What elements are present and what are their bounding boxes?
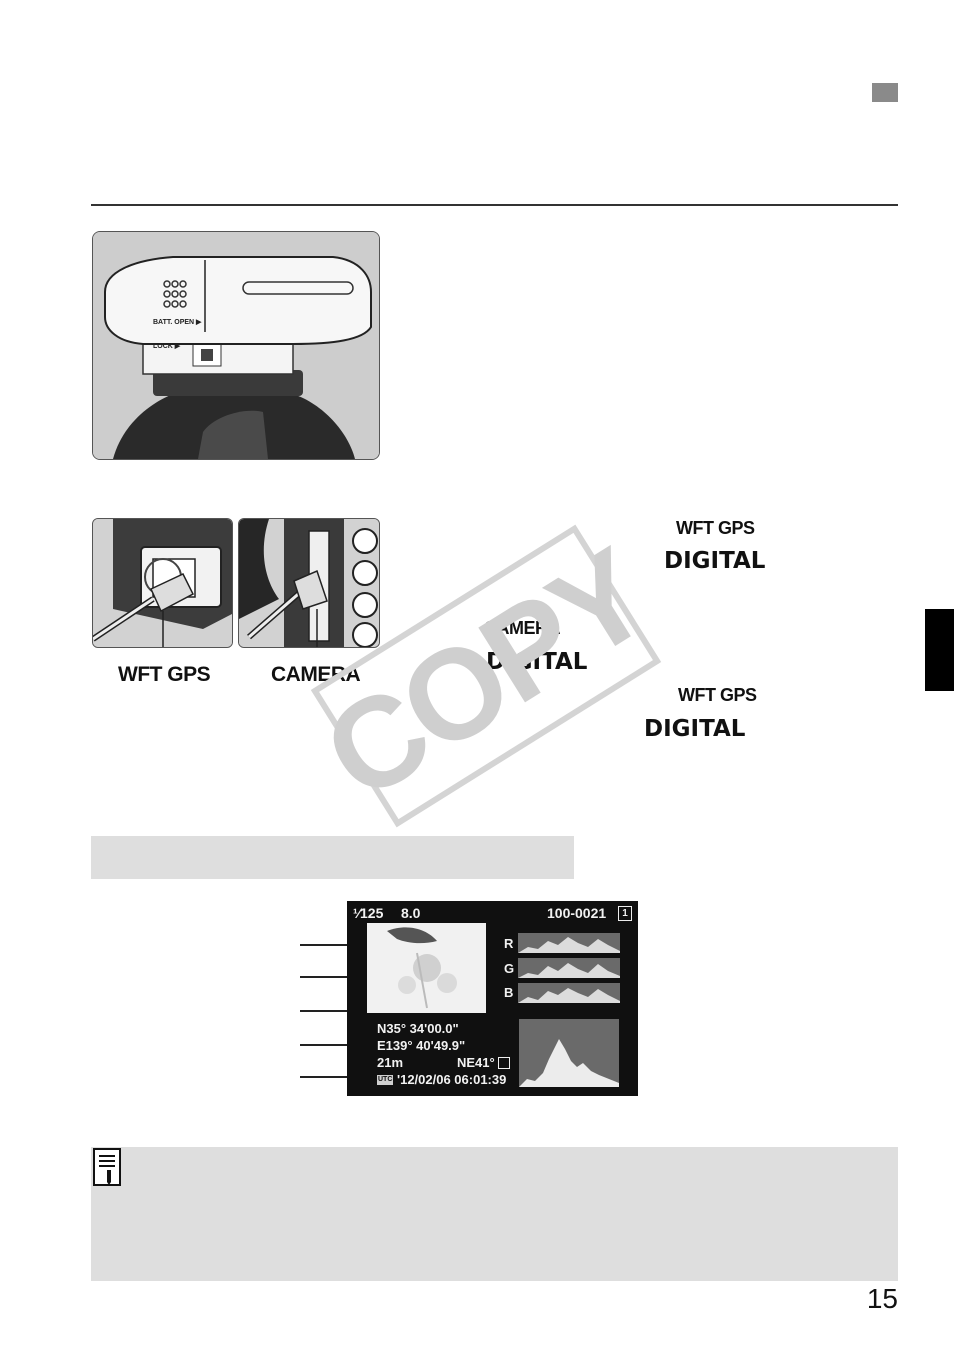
histogram-channel-b: B: [504, 985, 514, 1000]
callout-3-digital: DIGITAL: [644, 716, 746, 742]
lcd-altitude: 21m: [377, 1055, 404, 1070]
callout-2-model: CAMERA: [484, 618, 561, 638]
histogram-channel-g: G: [504, 961, 515, 976]
rgb-histogram: [518, 933, 620, 1003]
direction-icon: [498, 1057, 510, 1069]
lcd-latitude: N35° 34'00.0": [377, 1021, 459, 1036]
camera-port-photo: [238, 518, 380, 648]
figure-caption-camera: CAMERA: [271, 663, 361, 686]
note-box: [91, 1147, 898, 1281]
lcd-utc-tag: UTC: [377, 1075, 394, 1085]
lcd-direction: NE41°: [457, 1055, 495, 1070]
gps-port-photo: [92, 518, 233, 648]
histogram-channel-r: R: [504, 936, 514, 951]
lock-label: LOCK ▶: [153, 343, 181, 350]
card-icon: 1: [618, 906, 632, 921]
callout-2-digital: DIGITAL: [486, 649, 588, 675]
lcd-file-number: 100-0021: [547, 905, 607, 921]
header-gray-square: [872, 83, 898, 102]
lcd-longitude: E139° 40'49.9": [377, 1038, 466, 1053]
lcd-shutter: ¹⁄125: [353, 905, 384, 921]
lcd-datetime: '12/02/06 06:01:39: [397, 1072, 507, 1087]
chapter-side-tab: [925, 609, 954, 691]
callout-1-digital: DIGITAL: [664, 548, 766, 574]
page-number: 15: [866, 1283, 898, 1314]
section-heading-bar: [91, 836, 574, 879]
callout-3-model: WFT GPS: [678, 685, 757, 705]
callout-1-model: WFT GPS: [676, 518, 755, 538]
lcd-playback-screen: ¹⁄125 8.0 100-0021 1 R G B N35° 34'00.0"…: [347, 901, 638, 1096]
lcd-aperture: 8.0: [401, 905, 421, 921]
memo-icon: [93, 1148, 121, 1186]
batt-open-label: BATT. OPEN ▶: [153, 319, 202, 326]
section-rule: [91, 204, 898, 206]
figure-caption-wft-gps: WFT GPS: [118, 663, 211, 686]
gps-receiver-illustration: BATT. OPEN ▶ LOCK ▶: [92, 231, 380, 460]
lcd-thumbnail: [367, 923, 486, 1013]
brightness-histogram: [519, 1019, 619, 1087]
